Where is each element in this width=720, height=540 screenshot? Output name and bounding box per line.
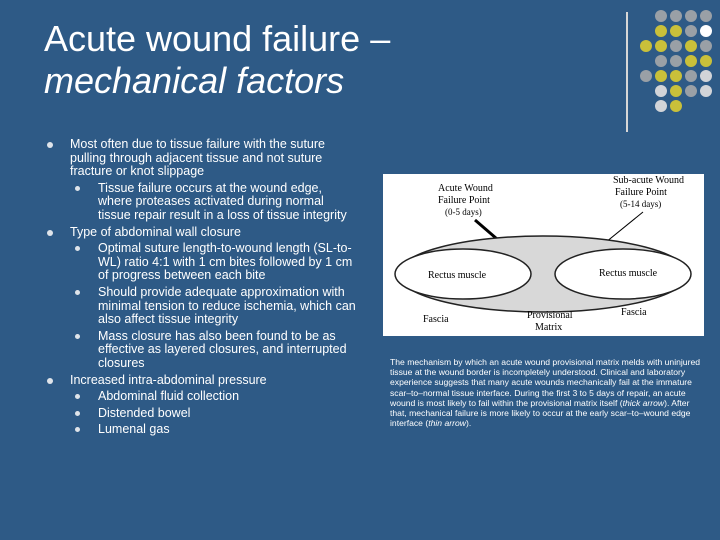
decor-dot bbox=[700, 85, 712, 97]
decor-dot bbox=[700, 10, 712, 22]
rectus-right-ellipse bbox=[554, 248, 692, 300]
decor-dot bbox=[655, 70, 667, 82]
title-line-1: Acute wound failure – bbox=[44, 18, 391, 59]
acute-label-2: Failure Point bbox=[438, 195, 490, 206]
rectus-left-ellipse bbox=[394, 248, 532, 300]
sub-bullet-item: Distended bowel bbox=[70, 406, 356, 421]
decor-dot bbox=[655, 25, 667, 37]
wound-diagram-svg: Acute Wound Failure Point (0-5 days) Sub… bbox=[394, 175, 692, 333]
decor-dot bbox=[670, 55, 682, 67]
decor-dot bbox=[670, 70, 682, 82]
caption-text: ). bbox=[465, 418, 472, 429]
slide-title: Acute wound failure – mechanical factors bbox=[44, 18, 604, 102]
decor-dot bbox=[685, 10, 697, 22]
decor-dot bbox=[670, 85, 682, 97]
bullet-item: Increased intra-abdominal pressure Abdom… bbox=[44, 372, 356, 437]
wound-diagram: Acute Wound Failure Point (0-5 days) Sub… bbox=[383, 174, 704, 336]
sub-bullet-item: Tissue failure occurs at the wound edge,… bbox=[70, 181, 356, 223]
sub-bullet-list: Abdominal fluid collection Distended bow… bbox=[70, 389, 356, 437]
caption-thick-arrow: thick arrow bbox=[622, 397, 665, 408]
decor-dot bbox=[685, 40, 697, 52]
title-line-2: mechanical factors bbox=[44, 60, 345, 101]
caption-text: The mechanism by which an acute wound pr… bbox=[390, 357, 701, 408]
decor-dot bbox=[685, 55, 697, 67]
bullet-item: Type of abdominal wall closure Optimal s… bbox=[44, 224, 356, 371]
decor-dot bbox=[670, 10, 682, 22]
bullet-text: Type of abdominal wall closure bbox=[70, 224, 241, 239]
decor-dot bbox=[655, 85, 667, 97]
decor-dot bbox=[640, 70, 652, 82]
bullet-text: Increased intra-abdominal pressure bbox=[70, 372, 267, 387]
decor-dot bbox=[685, 25, 697, 37]
decor-dot bbox=[655, 10, 667, 22]
subacute-label-2: Failure Point bbox=[615, 187, 667, 198]
figure-caption: The mechanism by which an acute wound pr… bbox=[390, 357, 704, 428]
decor-dot bbox=[685, 85, 697, 97]
caption-thin-arrow: thin arrow bbox=[428, 418, 466, 429]
rectus-left-label: Rectus muscle bbox=[428, 270, 487, 281]
matrix-label-1: Provisional bbox=[527, 310, 573, 321]
decor-dot bbox=[670, 100, 682, 112]
caption-text: ). After that, mechanical failure is mor… bbox=[390, 397, 691, 429]
decor-dot-grid bbox=[640, 10, 720, 120]
sub-bullet-item: Abdominal fluid collection bbox=[70, 389, 356, 404]
decor-vertical-rule bbox=[626, 12, 628, 132]
decor-dot bbox=[670, 25, 682, 37]
fascia-right-label: Fascia bbox=[621, 307, 647, 318]
decor-dot bbox=[700, 40, 712, 52]
sub-bullet-list: Optimal suture length-to-wound length (S… bbox=[70, 241, 356, 371]
rectus-right-label: Rectus muscle bbox=[599, 268, 658, 279]
bullet-content: Most often due to tissue failure with th… bbox=[44, 137, 356, 440]
bullet-text: Most often due to tissue failure with th… bbox=[70, 137, 325, 179]
sub-bullet-item: Should provide adequate approximation wi… bbox=[70, 285, 356, 327]
decor-dot bbox=[670, 40, 682, 52]
acute-label-3: (0-5 days) bbox=[445, 207, 482, 217]
fascia-left-label: Fascia bbox=[423, 314, 449, 325]
decor-dot bbox=[700, 70, 712, 82]
decor-dot bbox=[655, 100, 667, 112]
matrix-label-2: Matrix bbox=[535, 322, 562, 333]
decor-dot bbox=[700, 25, 712, 37]
sub-bullet-item: Optimal suture length-to-wound length (S… bbox=[70, 241, 356, 283]
decor-dot bbox=[700, 55, 712, 67]
sub-bullet-list: Tissue failure occurs at the wound edge,… bbox=[70, 181, 356, 223]
decor-dot bbox=[655, 55, 667, 67]
bullet-item: Most often due to tissue failure with th… bbox=[44, 137, 356, 223]
sub-bullet-item: Mass closure has also been found to be a… bbox=[70, 329, 356, 371]
sub-bullet-item: Lumenal gas bbox=[70, 423, 356, 437]
decor-dot bbox=[685, 70, 697, 82]
subacute-label-3: (5-14 days) bbox=[620, 199, 661, 209]
decor-dot bbox=[640, 40, 652, 52]
bullet-list: Most often due to tissue failure with th… bbox=[44, 137, 356, 437]
acute-label-1: Acute Wound bbox=[438, 183, 493, 194]
decor-dot bbox=[655, 40, 667, 52]
subacute-label-1: Sub-acute Wound bbox=[613, 175, 684, 186]
